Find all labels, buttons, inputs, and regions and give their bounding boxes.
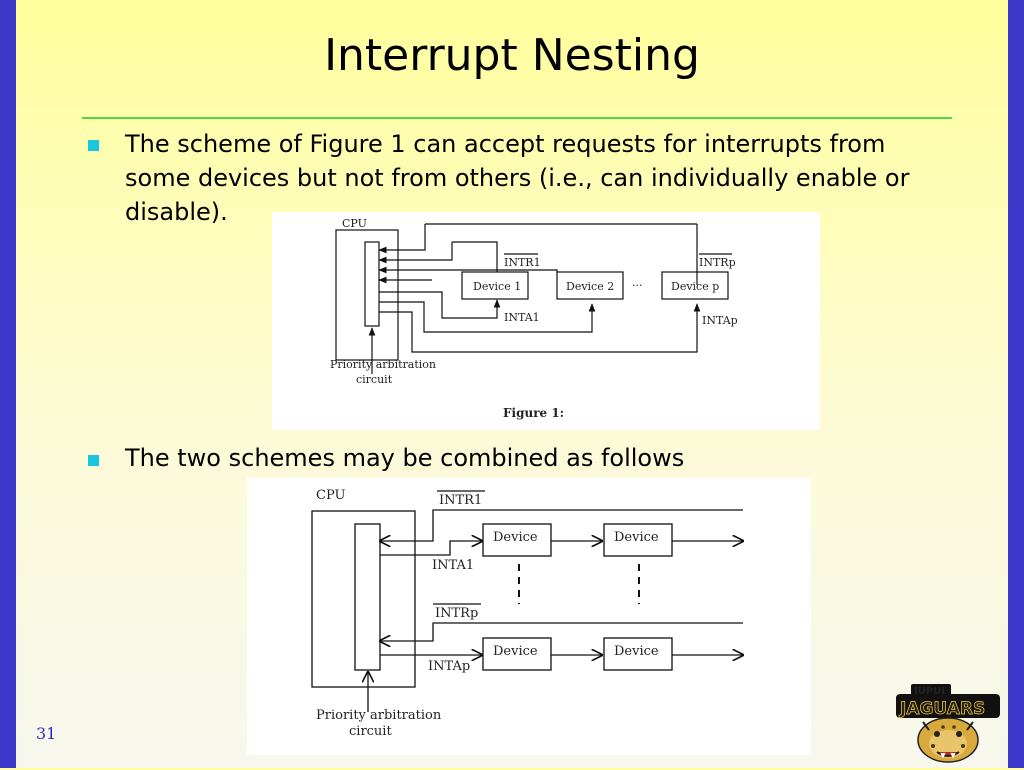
figure2-device-rowp-b <box>603 637 673 671</box>
interrupt-register <box>364 241 380 327</box>
figure1-device-2-label: Device 2 <box>566 280 614 293</box>
figure1-arbiter-label-2: circuit <box>356 373 393 386</box>
figure2-device-rowp-a <box>482 637 552 671</box>
figure2-device-label: Device <box>614 644 659 659</box>
figure2-device-row1-a <box>482 523 552 557</box>
figure1-device-2 <box>556 271 624 300</box>
right-accent-bar <box>1008 0 1024 768</box>
cpu-box <box>335 229 399 361</box>
figure2-device-row1-b <box>603 523 673 557</box>
left-accent-bar <box>0 0 16 768</box>
slide-title: Interrupt Nesting <box>324 30 700 81</box>
figure2-inta1-label: INTA1 <box>432 558 474 573</box>
figure1-ellipsis: ... <box>632 276 643 289</box>
bullet-text-2: The two schemes may be combined as follo… <box>125 444 685 472</box>
jaguar-mascot-icon: IUPUI JAGUARS <box>893 682 1005 766</box>
figure1-cpu-label: CPU <box>342 217 367 230</box>
figure2-cpu-label: CPU <box>316 488 345 503</box>
svg-text:IUPUI: IUPUI <box>914 686 945 697</box>
figure1-intrp-label: INTRp <box>699 256 736 269</box>
bullet-text-1: The scheme of Figure 1 can accept reques… <box>125 130 910 226</box>
title-divider <box>82 117 952 119</box>
figure2-intap-label: INTAp <box>428 659 470 674</box>
figure1-device-p-label: Device p <box>671 280 719 293</box>
bullet-marker <box>88 455 99 466</box>
figure2-device-label: Device <box>493 530 538 545</box>
figure1-intap-label: INTAp <box>702 314 738 327</box>
figure-2: CPU INTR1 INTA1 INTRp INTAp Device Devic… <box>247 478 811 755</box>
figure1-caption: Figure 1: <box>503 406 564 420</box>
svg-text:JAGUARS: JAGUARS <box>899 699 985 719</box>
cpu-box <box>311 510 416 688</box>
bullet-marker <box>88 140 99 151</box>
figure2-arbiter-label-2: circuit <box>349 724 392 739</box>
figure2-intr1-label: INTR1 <box>439 493 482 508</box>
slide-number: 31 <box>36 724 57 743</box>
figure1-arbiter-label-1: Priority arbitration <box>330 358 436 371</box>
figure1-inta1-label: INTA1 <box>504 311 540 324</box>
figure-1: CPU INTR1 INTRp Device 1 Device 2 Device… <box>272 212 820 430</box>
figure1-device-p <box>661 271 729 300</box>
figure2-device-label: Device <box>493 644 538 659</box>
figure2-arbiter-label-1: Priority arbitration <box>316 708 442 723</box>
figure1-device-1 <box>461 271 529 300</box>
interrupt-register <box>354 523 381 671</box>
figure1-device-1-label: Device 1 <box>473 280 521 293</box>
figure2-intrp-label: INTRp <box>435 606 478 621</box>
figure1-intr1-label: INTR1 <box>504 256 541 269</box>
figure2-device-label: Device <box>614 530 659 545</box>
